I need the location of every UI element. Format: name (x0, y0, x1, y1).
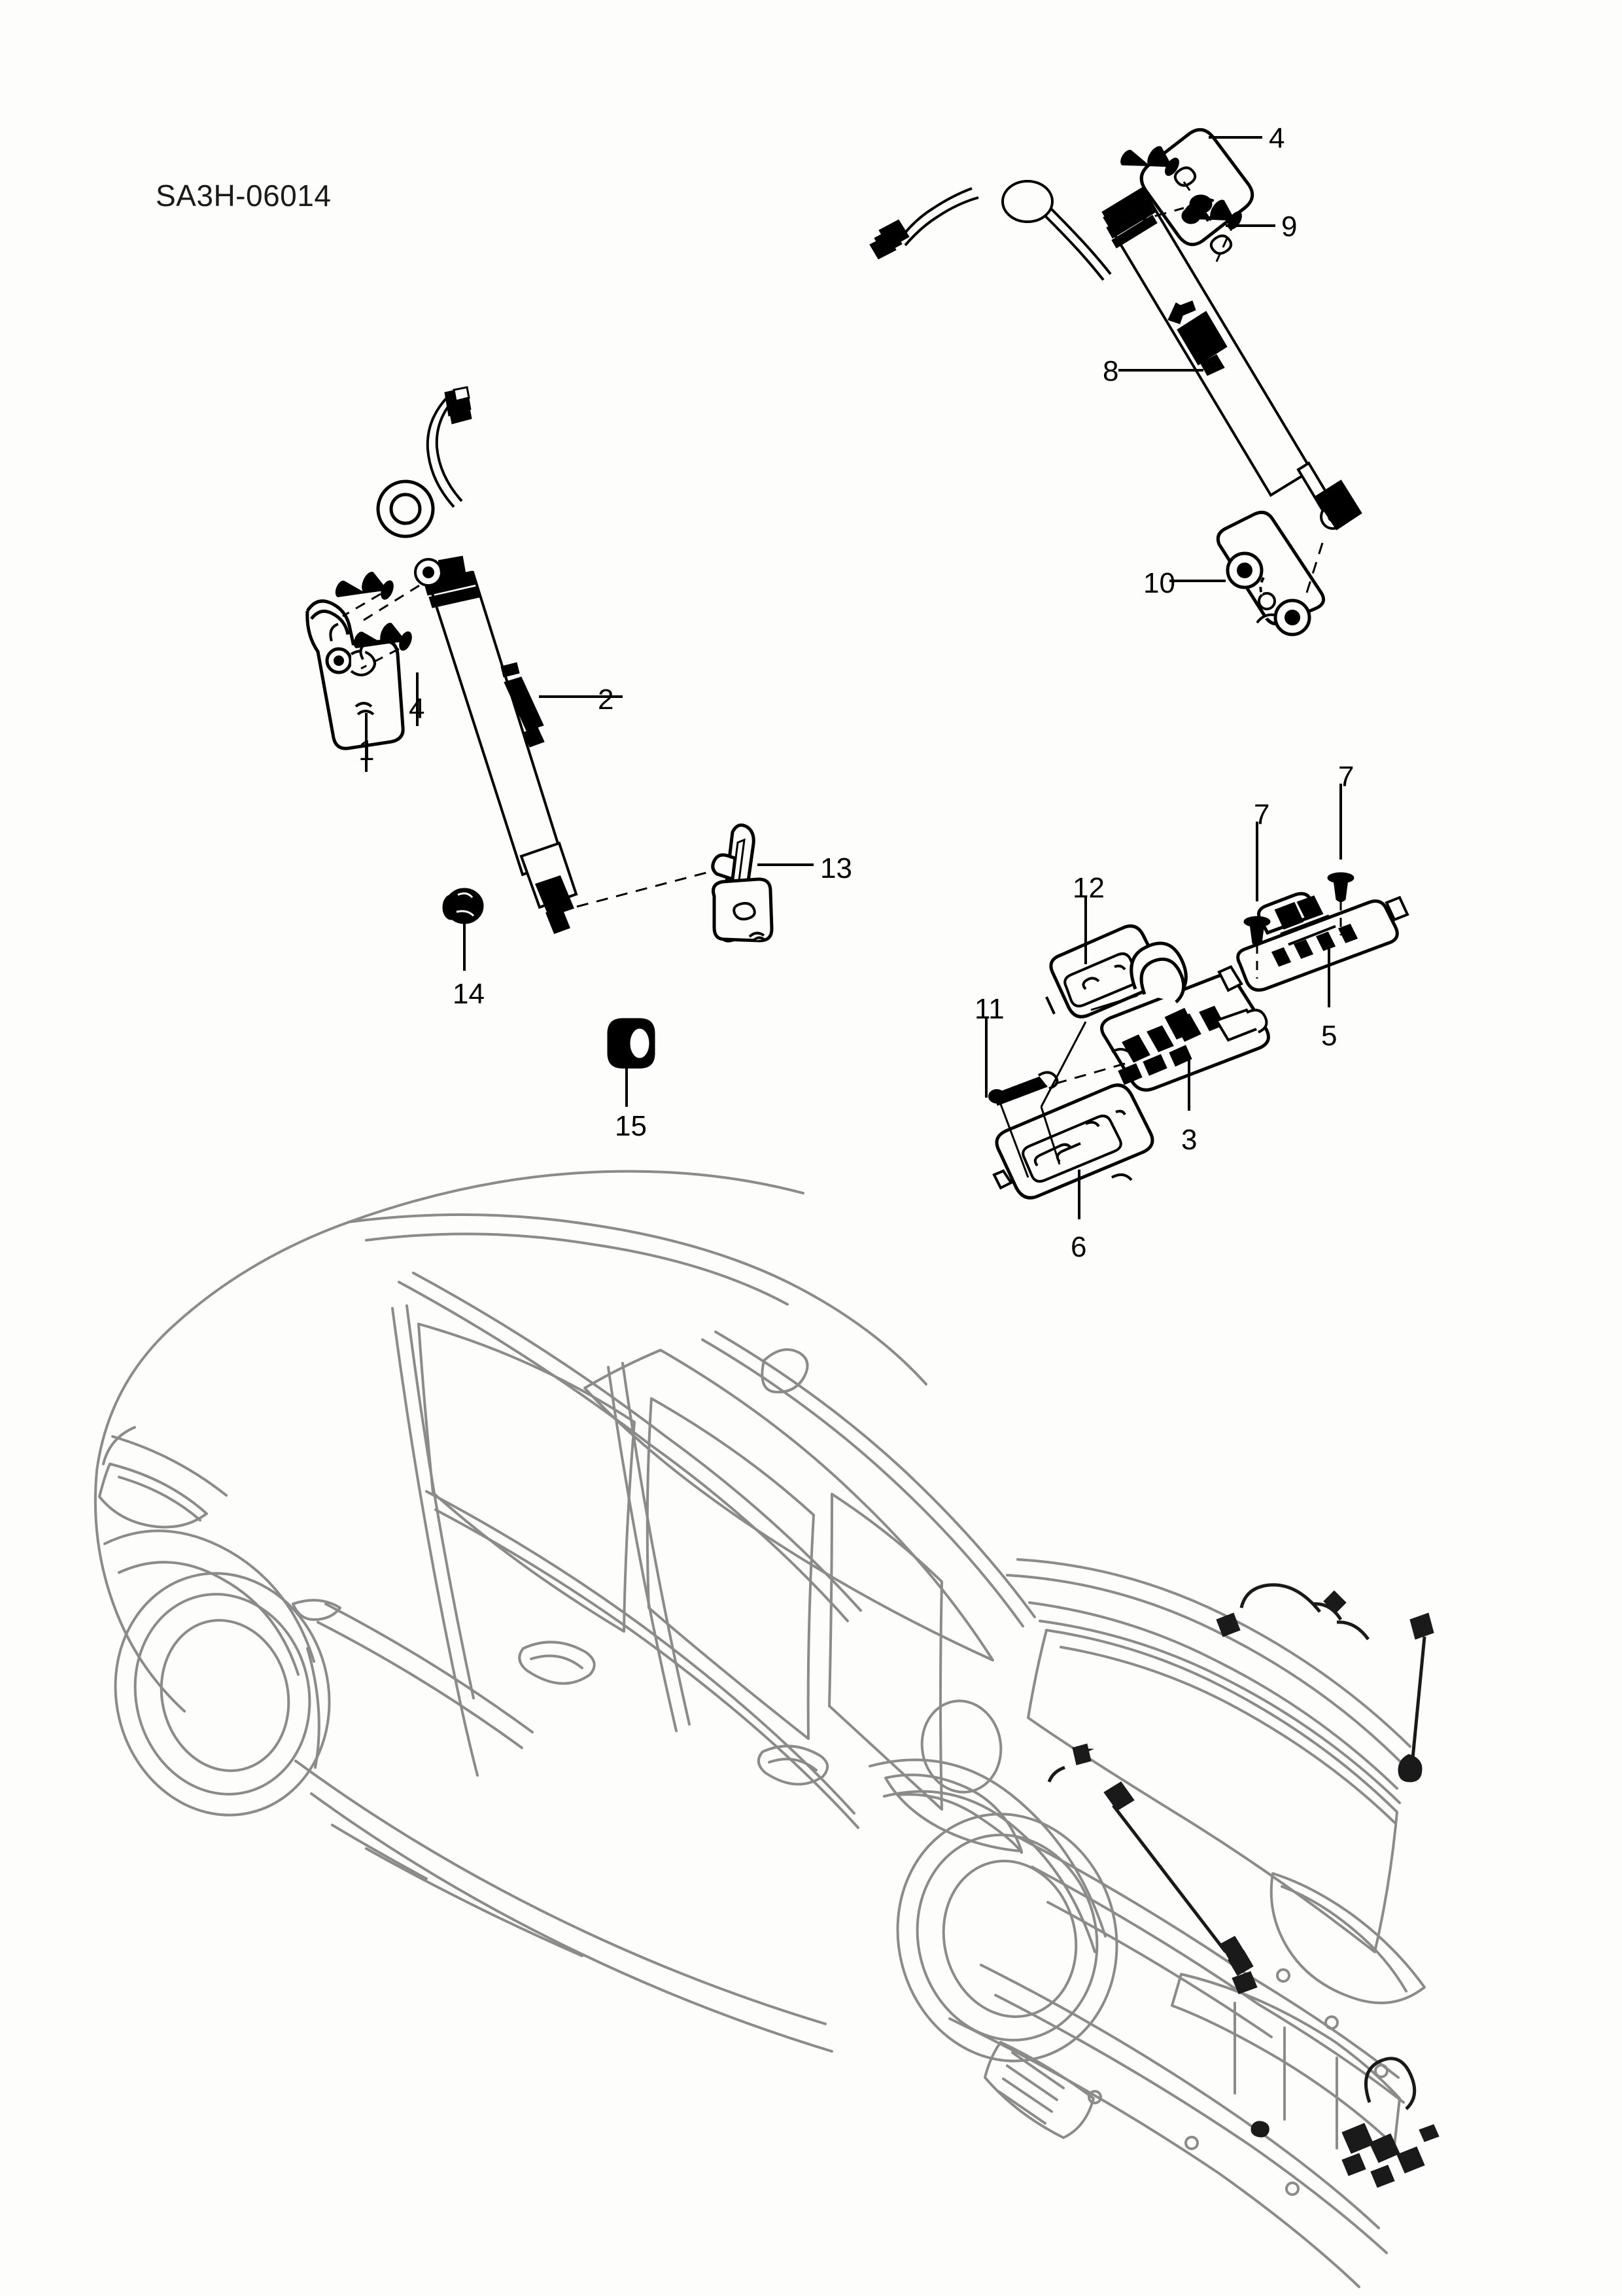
strut-lower-eye-right (1314, 479, 1362, 531)
callout-4b: 4 (1269, 122, 1285, 154)
callout-5: 5 (1321, 1020, 1337, 1052)
striker-assembly (1217, 872, 1409, 992)
callout-9: 9 (1281, 211, 1298, 243)
strut-lower-bracket-left (711, 823, 774, 943)
strut-lower-tip-left (534, 875, 575, 934)
tailgate-striker (1217, 892, 1409, 992)
harness-connector-right (869, 219, 910, 260)
callout-6: 6 (1071, 1231, 1087, 1263)
callout-7b: 7 (1338, 761, 1355, 793)
strut-spring-detail-right (1167, 300, 1228, 376)
strut-bracket-guide-right (1115, 207, 1184, 228)
installed-parts-on-vehicle (1047, 1583, 1440, 2188)
callout-7a: 7 (1254, 799, 1270, 831)
strut-harness-left (376, 394, 463, 538)
strut-harness-right (900, 180, 1112, 281)
latch-cover-lower (992, 1083, 1154, 1200)
callout-4a: 4 (409, 693, 425, 725)
strut-lower-mount-bracket (1216, 510, 1326, 636)
harness-connector-left (444, 386, 472, 425)
callout-10: 10 (1143, 567, 1175, 599)
latch-body (1100, 941, 1270, 1092)
strut-upper-joint-left (414, 555, 468, 587)
callout-11: 11 (975, 993, 1005, 1025)
callout-1: 1 (358, 735, 375, 767)
callout-8: 8 (1103, 355, 1119, 387)
callout-3: 3 (1181, 1124, 1198, 1156)
left-strut-assembly (305, 386, 774, 1069)
bolt-assembly-guides-left (342, 582, 423, 670)
strut-spring-detail-left (500, 662, 545, 748)
hinge-bracket-left (305, 599, 405, 750)
callout-leader-lines (365, 136, 1342, 1219)
callout-13: 13 (820, 852, 852, 884)
diagram-title: SA3H-06014 (156, 179, 332, 213)
callout-2: 2 (598, 684, 614, 716)
callout-15: 15 (615, 1110, 647, 1142)
bolt-assembly-guides-right (1182, 181, 1236, 262)
strut-bracket13-guide (576, 870, 712, 908)
bushing (607, 1018, 655, 1069)
latch-assembly (988, 924, 1270, 1200)
callout-14: 14 (453, 978, 485, 1010)
strut-mount-guide (1305, 542, 1324, 593)
right-strut-assembly (869, 128, 1362, 636)
latch-release-rod (988, 1071, 1059, 1106)
callout-12: 12 (1073, 872, 1105, 904)
